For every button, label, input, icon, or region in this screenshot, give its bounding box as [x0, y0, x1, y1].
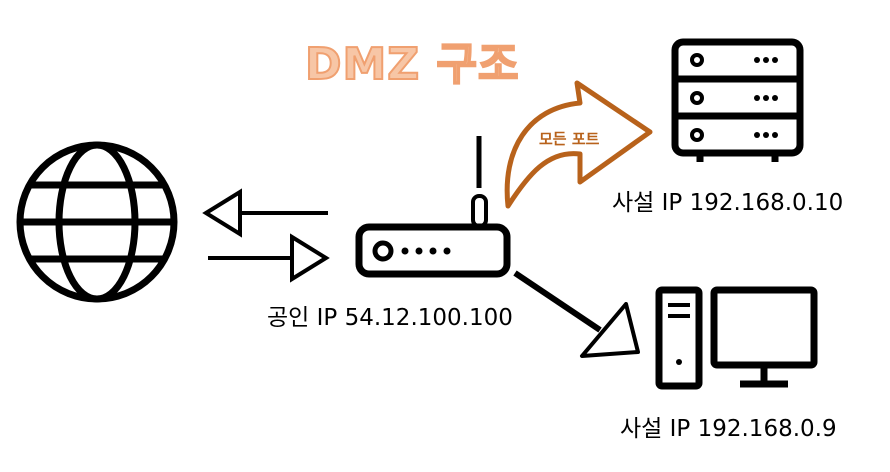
dmz-arrow-label: 모든 포트	[539, 130, 600, 148]
router-ip-label: 공인 IP 54.12.100.100	[267, 305, 513, 331]
router-icon	[355, 136, 511, 278]
server-icon	[671, 38, 804, 162]
desktop-pc-icon	[655, 286, 818, 390]
globe-icon	[16, 141, 178, 303]
outbound-arrow	[208, 233, 330, 283]
traffic-arrows	[202, 188, 330, 283]
router-to-pc-arrow	[513, 270, 640, 358]
inbound-arrow	[202, 188, 328, 238]
diagram-title: DMZ 구조	[304, 38, 520, 91]
server-ip-label: 사설 IP 192.168.0.10	[612, 190, 844, 216]
pc-ip-label: 사설 IP 192.168.0.9	[620, 416, 837, 442]
dmz-arrow	[504, 80, 653, 209]
